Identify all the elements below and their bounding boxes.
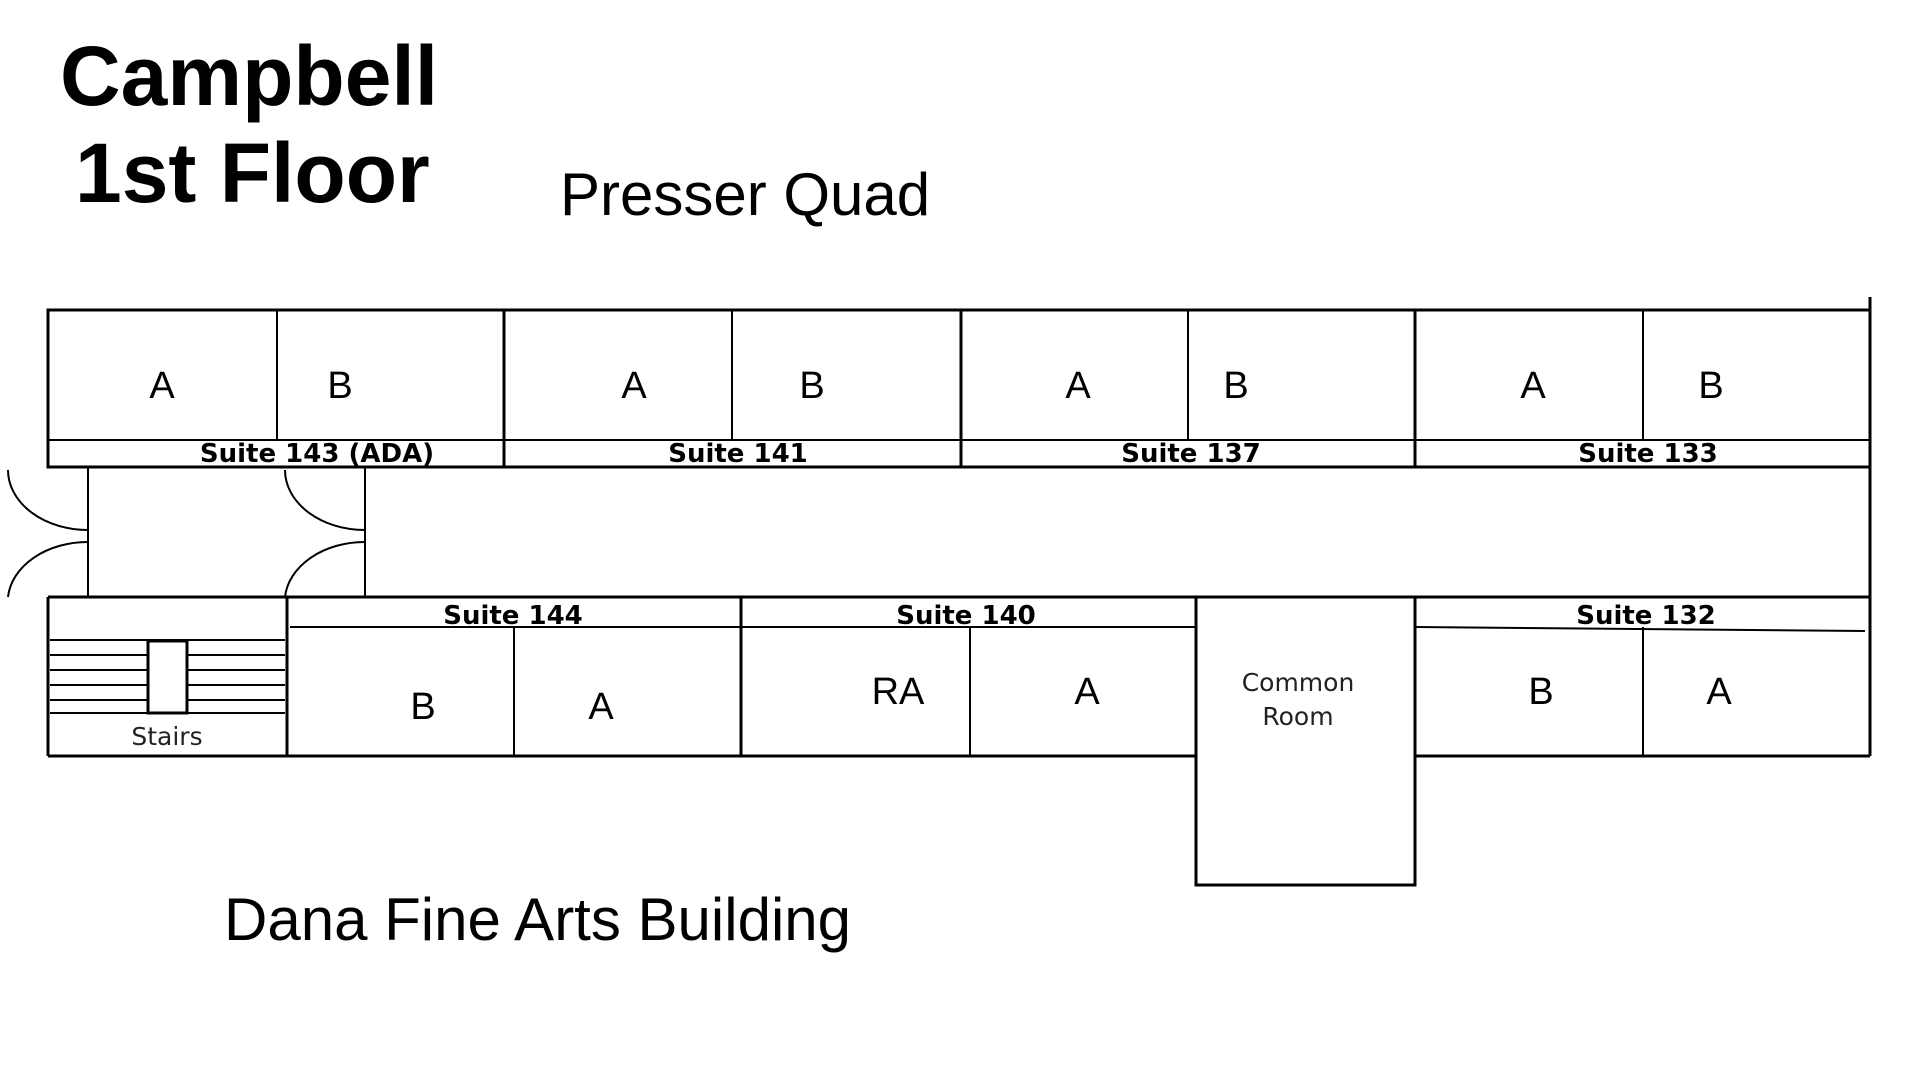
south-landmark-label: Dana Fine Arts Building [224, 886, 852, 953]
room-label: A [588, 686, 614, 728]
room-label: A [1065, 365, 1091, 407]
room-label: B [410, 686, 435, 728]
common-room-outline [1194, 595, 1417, 887]
room-label: B [327, 365, 352, 407]
suite-label: Suite 137 [1121, 439, 1261, 469]
room-label: A [149, 365, 175, 407]
north-suites-outline [46, 308, 1872, 469]
room-label: B [1698, 365, 1723, 407]
suite-label: Suite 133 [1578, 439, 1718, 469]
room-label: A [621, 365, 647, 407]
building-title: Campbell [60, 29, 439, 123]
room-label: RA [872, 671, 925, 713]
room-label: A [1074, 671, 1100, 713]
common-room-label: Common [1242, 668, 1355, 697]
stairs-label: Stairs [131, 722, 202, 751]
room-label: B [1223, 365, 1248, 407]
entry-door-swing [7, 540, 89, 598]
common-room-label: Room [1262, 702, 1333, 731]
stair-landing [146, 639, 189, 715]
suite-label: Suite 141 [668, 439, 808, 469]
entry-door-swing [7, 469, 89, 531]
vestibule-door-swing [284, 469, 366, 531]
floor-title: 1st Floor [75, 126, 430, 220]
suite-label: Suite 140 [896, 601, 1036, 631]
vestibule-door-swing [284, 540, 366, 598]
room-label: A [1520, 365, 1546, 407]
room-label: B [1528, 671, 1553, 713]
suite-label: Suite 144 [443, 601, 583, 631]
suite-label: Suite 143 (ADA) [200, 439, 434, 469]
south-suite-label-band [1414, 626, 1866, 632]
room-label: A [1706, 671, 1732, 713]
suite-label: Suite 132 [1576, 601, 1716, 631]
north-landmark-label: Presser Quad [560, 161, 931, 228]
room-label: B [799, 365, 824, 407]
